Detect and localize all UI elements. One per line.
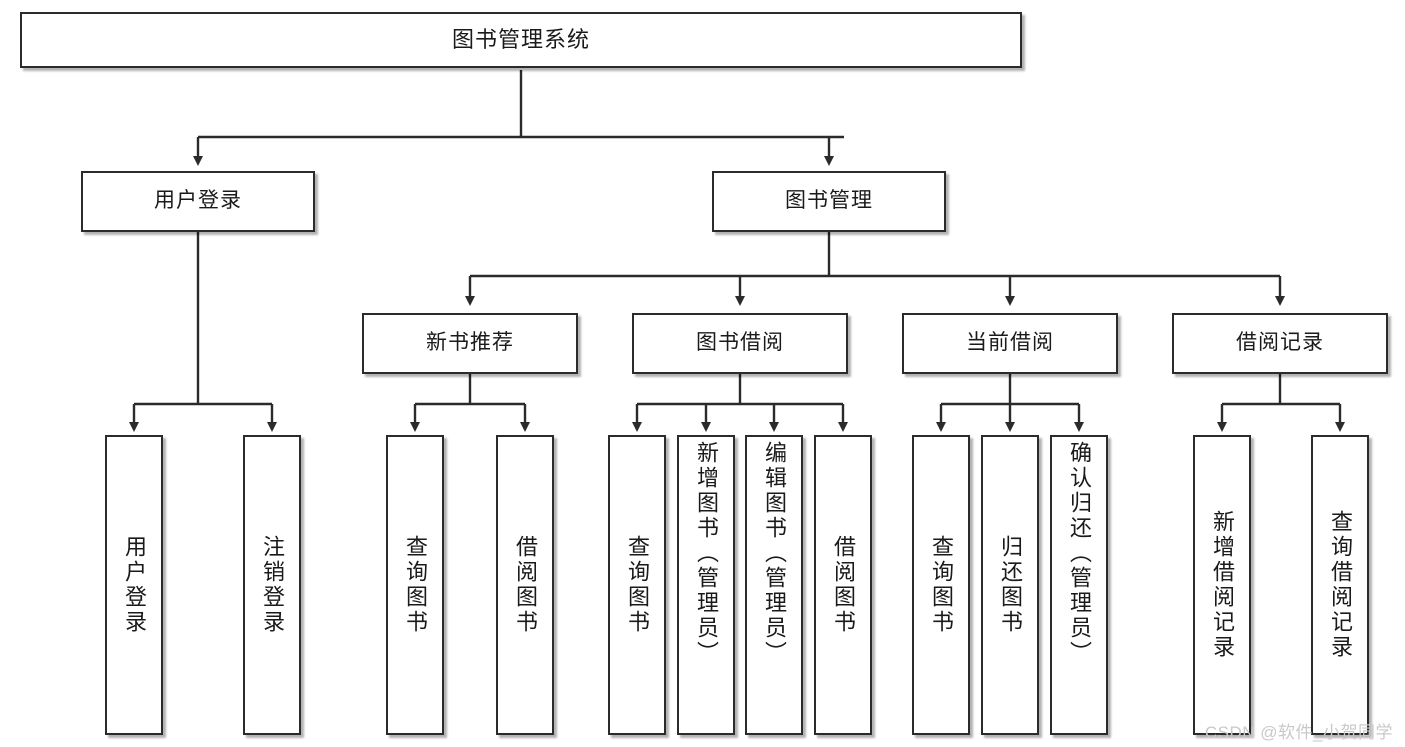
node-label: 查询借阅记录 <box>1328 510 1353 660</box>
leaf-current-borrow-return[interactable]: 归还图书 <box>981 435 1039 735</box>
node-label: 用户登录 <box>154 189 242 213</box>
node-label: 查询图书 <box>625 535 650 635</box>
node-user-login[interactable]: 用户登录 <box>81 171 315 232</box>
node-label: 借阅记录 <box>1236 331 1324 355</box>
node-current-borrow[interactable]: 当前借阅 <box>902 313 1118 374</box>
node-book-management[interactable]: 图书管理 <box>712 171 946 232</box>
leaf-current-borrow-confirm-return[interactable]: 确认归还（管理员） <box>1050 435 1108 735</box>
node-root-book-management-system[interactable]: 图书管理系统 <box>20 12 1022 68</box>
node-label: 当前借阅 <box>966 331 1054 355</box>
node-label: 新书推荐 <box>426 331 514 355</box>
node-label: 借阅图书 <box>513 535 538 635</box>
leaf-borrow-record-add[interactable]: 新增借阅记录 <box>1193 435 1251 735</box>
node-label: 用户登录 <box>122 535 147 635</box>
leaf-user-login-logout[interactable]: 注销登录 <box>243 435 301 735</box>
leaf-new-book-borrow[interactable]: 借阅图书 <box>496 435 554 735</box>
leaf-book-borrow-lend[interactable]: 借阅图书 <box>814 435 872 735</box>
leaf-user-login-login[interactable]: 用户登录 <box>105 435 163 735</box>
node-label: 编辑图书（管理员） <box>762 441 787 666</box>
leaf-new-book-query[interactable]: 查询图书 <box>386 435 444 735</box>
node-label: 借阅图书 <box>831 535 856 635</box>
node-borrow-record[interactable]: 借阅记录 <box>1172 313 1388 374</box>
node-label: 新增借阅记录 <box>1210 510 1235 660</box>
node-label: 图书管理系统 <box>451 27 590 53</box>
node-label: 图书借阅 <box>696 331 784 355</box>
node-new-book-recommend[interactable]: 新书推荐 <box>362 313 578 374</box>
node-label: 新增图书（管理员） <box>694 441 719 666</box>
leaf-book-borrow-query[interactable]: 查询图书 <box>608 435 666 735</box>
node-label: 查询图书 <box>403 535 428 635</box>
leaf-book-borrow-add[interactable]: 新增图书（管理员） <box>677 435 735 735</box>
watermark: CSDN @软件_小贺同学 <box>1204 723 1393 742</box>
node-book-borrow[interactable]: 图书借阅 <box>632 313 848 374</box>
node-label: 查询图书 <box>929 535 954 635</box>
node-label: 图书管理 <box>785 189 873 213</box>
node-label: 确认归还（管理员） <box>1067 441 1092 666</box>
node-label: 注销登录 <box>260 535 285 635</box>
node-label: 归还图书 <box>998 535 1023 635</box>
leaf-book-borrow-edit[interactable]: 编辑图书（管理员） <box>745 435 803 735</box>
leaf-current-borrow-query[interactable]: 查询图书 <box>912 435 970 735</box>
leaf-borrow-record-query[interactable]: 查询借阅记录 <box>1311 435 1369 735</box>
